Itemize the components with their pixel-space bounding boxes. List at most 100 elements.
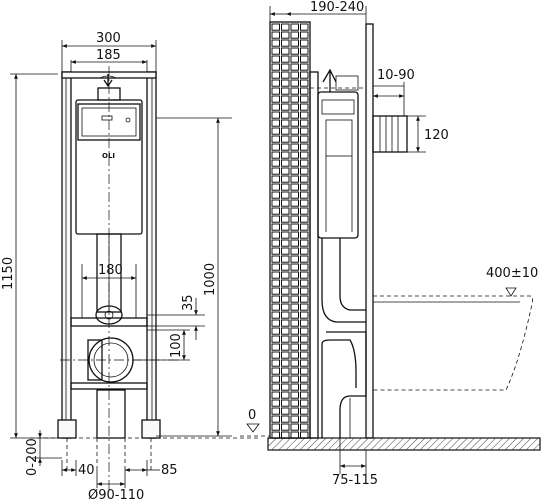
brick bbox=[300, 383, 309, 391]
dim-drain-offset: 75-115 bbox=[332, 473, 378, 488]
brick bbox=[281, 47, 290, 55]
brick bbox=[281, 31, 290, 39]
brick bbox=[271, 135, 280, 143]
brick bbox=[290, 343, 299, 351]
brick bbox=[300, 247, 309, 255]
brick bbox=[271, 367, 280, 375]
brick bbox=[300, 63, 309, 71]
side-view: 190-240 10-90 120 400±10 0 75-115 bbox=[240, 0, 541, 488]
brick bbox=[300, 391, 309, 399]
brick bbox=[281, 375, 290, 383]
brick bbox=[290, 335, 299, 343]
brick bbox=[271, 271, 280, 279]
brick bbox=[300, 23, 309, 31]
brick bbox=[290, 247, 299, 255]
brick bbox=[271, 263, 280, 271]
brick bbox=[281, 311, 290, 319]
dim-seat-height: 400±10 bbox=[486, 266, 538, 281]
brick bbox=[300, 159, 309, 167]
brick bbox=[271, 47, 280, 55]
brick bbox=[281, 335, 290, 343]
brick bbox=[271, 279, 280, 287]
brick bbox=[290, 423, 299, 431]
brick bbox=[271, 55, 280, 63]
brick bbox=[281, 111, 290, 119]
brick bbox=[271, 175, 280, 183]
brick bbox=[290, 383, 299, 391]
brick bbox=[271, 223, 280, 231]
brick bbox=[290, 231, 299, 239]
brick bbox=[300, 175, 309, 183]
brick bbox=[300, 415, 309, 423]
brick bbox=[290, 263, 299, 271]
brick bbox=[290, 71, 299, 79]
brick bbox=[281, 71, 290, 79]
brick bbox=[271, 207, 280, 215]
brick bbox=[300, 199, 309, 207]
brick bbox=[281, 39, 290, 47]
brick bbox=[290, 63, 299, 71]
brick bbox=[271, 127, 280, 135]
brick bbox=[290, 375, 299, 383]
brick bbox=[281, 207, 290, 215]
brick bbox=[281, 223, 290, 231]
brick bbox=[290, 119, 299, 127]
brick bbox=[300, 223, 309, 231]
brick bbox=[271, 231, 280, 239]
brick bbox=[281, 175, 290, 183]
brick bbox=[271, 39, 280, 47]
brick bbox=[290, 55, 299, 63]
brick bbox=[281, 55, 290, 63]
brick bbox=[300, 423, 309, 431]
brick bbox=[300, 319, 309, 327]
brick bbox=[300, 55, 309, 63]
brick bbox=[271, 311, 280, 319]
brick bbox=[290, 271, 299, 279]
brick bbox=[290, 151, 299, 159]
brick bbox=[290, 367, 299, 375]
dim-frame-inner-width: 185 bbox=[96, 48, 121, 63]
brick bbox=[281, 359, 290, 367]
brick bbox=[281, 303, 290, 311]
brick bbox=[300, 87, 309, 95]
brick bbox=[300, 255, 309, 263]
brick bbox=[290, 239, 299, 247]
toilet-bowl bbox=[373, 295, 534, 391]
brick bbox=[290, 287, 299, 295]
brick bbox=[300, 183, 309, 191]
brick bbox=[300, 207, 309, 215]
dim-adjust-range: 0-200 bbox=[25, 438, 40, 476]
brick bbox=[281, 183, 290, 191]
brick bbox=[300, 263, 309, 271]
brick bbox=[290, 327, 299, 335]
brick bbox=[281, 103, 290, 111]
dim-floor-zero: 0 bbox=[248, 408, 256, 423]
brick bbox=[290, 207, 299, 215]
brick bbox=[281, 87, 290, 95]
brick bbox=[271, 319, 280, 327]
brick bbox=[271, 159, 280, 167]
brick bbox=[300, 367, 309, 375]
brick bbox=[300, 335, 309, 343]
brick bbox=[281, 167, 290, 175]
brick bbox=[290, 103, 299, 111]
brick bbox=[290, 223, 299, 231]
brick bbox=[290, 31, 299, 39]
brick bbox=[281, 199, 290, 207]
brick bbox=[271, 255, 280, 263]
frame-right-upright bbox=[146, 71, 157, 439]
brick bbox=[271, 399, 280, 407]
brick bbox=[281, 247, 290, 255]
brick bbox=[281, 295, 290, 303]
brick bbox=[300, 191, 309, 199]
brick bbox=[281, 239, 290, 247]
brick bbox=[300, 39, 309, 47]
dim-total-height: 1150 bbox=[1, 257, 16, 290]
dim-40: 40 bbox=[78, 463, 95, 478]
inlet-box bbox=[372, 115, 408, 153]
brick bbox=[290, 23, 299, 31]
brick bbox=[281, 255, 290, 263]
brick bbox=[271, 31, 280, 39]
brick bbox=[300, 287, 309, 295]
